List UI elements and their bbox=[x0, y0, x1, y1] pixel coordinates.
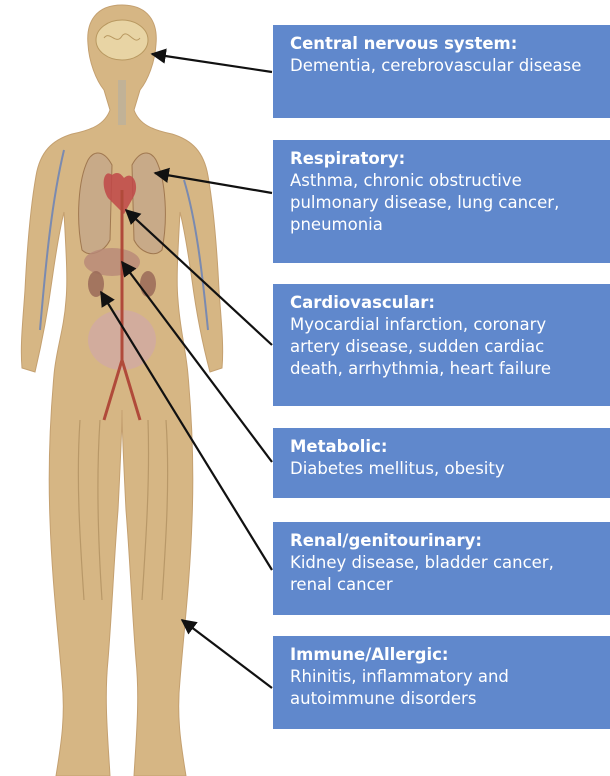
box-text: Myocardial infarction, coronary artery d… bbox=[290, 314, 600, 380]
trachea bbox=[118, 80, 126, 125]
box-title: Immune/Allergic: bbox=[290, 644, 600, 666]
box-title: Cardiovascular: bbox=[290, 292, 600, 314]
arrow-cns bbox=[152, 54, 272, 72]
box-title: Central nervous system: bbox=[290, 33, 600, 55]
box-text: Diabetes mellitus, obesity bbox=[290, 458, 600, 480]
human-body-silhouette bbox=[21, 5, 222, 776]
kidney-right bbox=[140, 271, 156, 297]
box-respiratory: Respiratory: Asthma, chronic obstructive… bbox=[273, 140, 610, 263]
box-immune-allergic: Immune/Allergic: Rhinitis, inflammatory … bbox=[273, 636, 610, 729]
box-title: Metabolic: bbox=[290, 436, 600, 458]
box-metabolic: Metabolic: Diabetes mellitus, obesity bbox=[273, 428, 610, 498]
box-renal-genitourinary: Renal/genitourinary: Kidney disease, bla… bbox=[273, 522, 610, 615]
box-text: Kidney disease, bladder cancer, renal ca… bbox=[290, 552, 600, 596]
box-text: Rhinitis, inflammatory and autoimmune di… bbox=[290, 666, 600, 710]
box-text: Asthma, chronic obstructive pulmonary di… bbox=[290, 170, 600, 236]
arrow-immune bbox=[182, 620, 272, 688]
box-title: Respiratory: bbox=[290, 148, 600, 170]
box-central-nervous-system: Central nervous system: Dementia, cerebr… bbox=[273, 25, 610, 118]
box-title: Renal/genitourinary: bbox=[290, 530, 600, 552]
brain bbox=[96, 20, 148, 60]
liver bbox=[84, 248, 140, 276]
box-cardiovascular: Cardiovascular: Myocardial infarction, c… bbox=[273, 284, 610, 406]
box-text: Dementia, cerebrovascular disease bbox=[290, 55, 600, 77]
